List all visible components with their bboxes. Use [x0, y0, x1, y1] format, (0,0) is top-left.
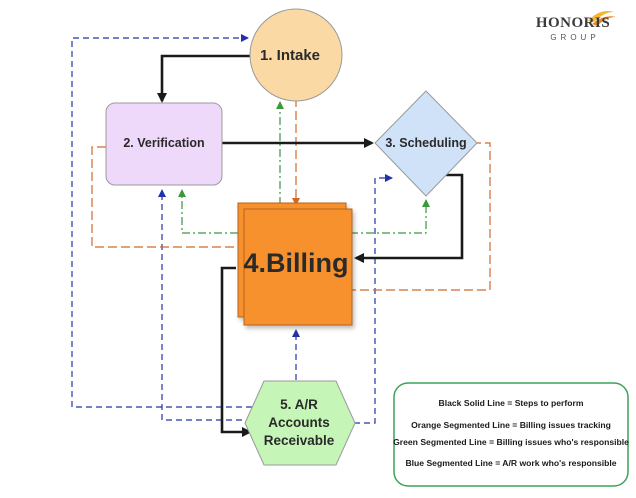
node-scheduling: 3. Scheduling [374, 90, 478, 197]
logo-swoosh-icon [588, 11, 614, 22]
node-verification: 2. Verification [105, 102, 223, 186]
verification-label: 2. Verification [123, 136, 204, 150]
green-line-billing-to-scheduling [350, 199, 430, 234]
legend-box [393, 382, 629, 487]
legend-item-green: Green Segmented Line = Billing issues wh… [393, 437, 629, 447]
logo-name: HONORIS [536, 15, 610, 31]
legend-item-blue: Blue Segmented Line = A/R work who's res… [405, 458, 616, 468]
node-intake: 1. Intake [249, 8, 343, 102]
black-line-intake-to-verification [157, 54, 250, 103]
ar-hexagon [244, 380, 356, 466]
scheduling-label: 3. Scheduling [385, 136, 466, 150]
billing-label: 4.Billing [243, 248, 348, 278]
green-line-billing-to-verification [178, 189, 238, 234]
billing-front-sheet [243, 208, 353, 326]
intake-label: 1. Intake [260, 47, 320, 64]
orange-line-verification-to-billing [91, 146, 238, 248]
orange-line-scheduling-to-billing [350, 142, 491, 291]
legend-item-black: Black Solid Line = Steps to perform [439, 398, 584, 408]
ar-label-line1: 5. A/R [280, 397, 318, 412]
connectors [71, 34, 491, 437]
logo-subtitle: GROUP [550, 33, 599, 42]
scheduling-diamond [374, 90, 478, 197]
black-line-billing-to-ar [220, 266, 252, 437]
intake-circle [249, 8, 343, 102]
ar-label-line2: Accounts [268, 415, 330, 430]
logo-swoosh-accent-icon [592, 16, 616, 26]
blue-line-ar-to-verification [158, 189, 262, 421]
node-billing: 4.Billing [237, 202, 353, 326]
legend: Black Solid Line = Steps to perform Oran… [393, 382, 629, 487]
honoris-group-logo: HONORIS GROUP [536, 11, 616, 42]
blue-line-ar-to-scheduling [344, 174, 393, 424]
verification-box [105, 102, 223, 186]
legend-item-orange: Orange Segmented Line = Billing issues t… [411, 420, 611, 430]
node-ar: 5. A/R Accounts Receivable [244, 380, 356, 466]
blue-line-ar-to-intake [71, 34, 262, 408]
black-line-scheduling-to-billing [354, 173, 464, 263]
ar-label-line3: Receivable [264, 433, 335, 448]
